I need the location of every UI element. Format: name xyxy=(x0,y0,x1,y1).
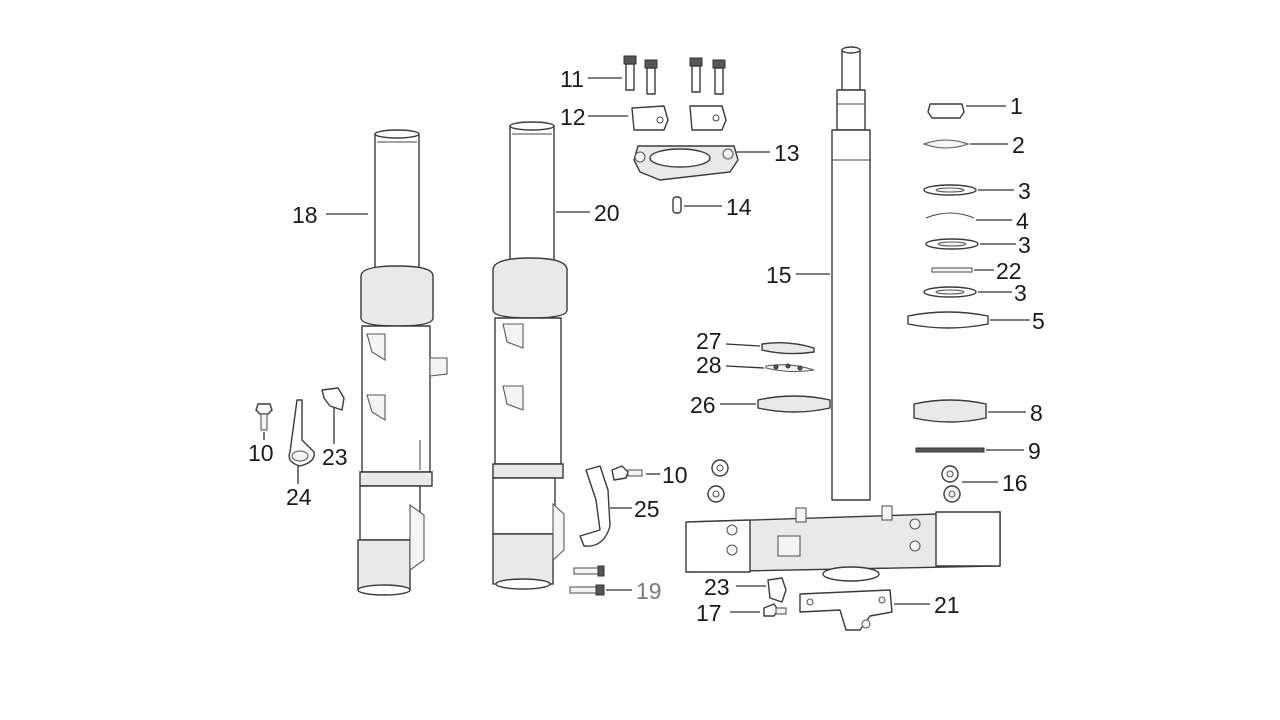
callout-27: 27 xyxy=(696,328,722,354)
callout-10-left: 10 xyxy=(248,440,274,466)
callout-28: 28 xyxy=(696,352,722,378)
callout-12: 12 xyxy=(560,104,586,130)
misc-hardware xyxy=(569,459,893,631)
callout-20: 20 xyxy=(594,200,620,226)
lower-bearing-parts xyxy=(757,341,831,413)
callout-17: 17 xyxy=(696,600,722,626)
callout-14: 14 xyxy=(726,194,752,220)
callout-24: 24 xyxy=(286,484,312,510)
callout-2: 2 xyxy=(1012,132,1025,158)
callout-15: 15 xyxy=(766,262,792,288)
right-fork-leg xyxy=(492,121,568,590)
callout-8: 8 xyxy=(1030,400,1043,426)
callout-labels: 1 2 3 4 3 22 3 5 8 9 16 15 11 12 13 14 1… xyxy=(248,66,1045,626)
left-fork-leg xyxy=(357,129,448,596)
callout-5: 5 xyxy=(1032,308,1045,334)
callout-3-lower: 3 xyxy=(1014,280,1027,306)
callout-10-right: 10 xyxy=(662,462,688,488)
callout-23-bottom: 23 xyxy=(704,574,730,600)
callout-11: 11 xyxy=(560,66,584,92)
top-clamp-parts xyxy=(623,55,739,214)
callout-4: 4 xyxy=(1016,208,1029,234)
callout-16: 16 xyxy=(1002,470,1028,496)
left-small-parts xyxy=(255,387,345,467)
callout-1: 1 xyxy=(1010,93,1023,119)
leader-lines xyxy=(263,77,1030,613)
callout-25: 25 xyxy=(634,496,660,522)
callout-18: 18 xyxy=(292,202,318,228)
callout-21: 21 xyxy=(934,592,960,618)
steering-bearing-stack xyxy=(907,103,989,503)
callout-9: 9 xyxy=(1028,438,1041,464)
callout-22: 22 xyxy=(996,258,1022,284)
callout-13: 13 xyxy=(774,140,800,166)
callout-3-upper: 3 xyxy=(1018,178,1031,204)
callout-26: 26 xyxy=(690,392,716,418)
callout-3-middle: 3 xyxy=(1018,232,1031,258)
callout-23-left: 23 xyxy=(322,444,348,470)
steering-stem xyxy=(685,46,1001,582)
callout-19: 19 xyxy=(636,578,662,604)
